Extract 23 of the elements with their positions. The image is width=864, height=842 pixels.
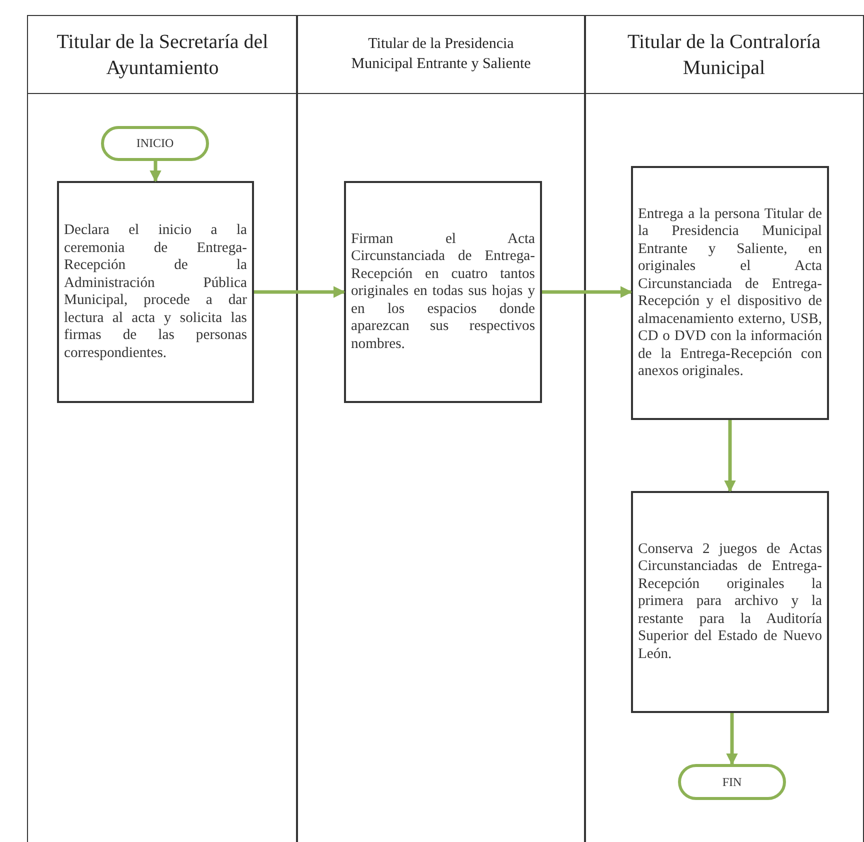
swimlane — [584, 15, 864, 842]
arrow — [726, 713, 738, 766]
lane-heading: Titular de la Contraloría Municipal — [626, 30, 822, 80]
process-box — [57, 181, 254, 403]
terminal-label: INICIO — [136, 136, 174, 151]
process-box — [344, 181, 542, 403]
lane-heading: Titular de la Secretaría del Ayuntamiento — [56, 30, 270, 80]
terminal-pill — [678, 764, 786, 800]
step-text: Entrega a la persona Titular de la Presidencia Municipal Entrante y Saliente, en originales el Acta Circunstanciada de Entrega-Recepción y el dispositivo de almacenamiento externo, USB, CD o DVD con la información de la Entrega-Recepción con anexos originales. — [638, 206, 822, 380]
arrow — [150, 161, 162, 182]
lane-heading: Titular de la Presidencia Municipal Entrante y Saliente — [350, 35, 532, 74]
swimlane — [27, 15, 298, 842]
process-box — [631, 491, 829, 713]
terminal-label: FIN — [722, 774, 742, 790]
arrow — [542, 286, 632, 298]
step-text: Declara el inicio a la ceremonia de Entrega-Recepción de la Administración Pública Municipal, procede a dar lectura al acta y solicita las firmas de las personas correspondientes. — [64, 222, 247, 362]
step-text: Conserva 2 juegos de Actas Circunstanciadas de Entrega-Recepción originales la primera para archivo y la restante para la Auditoría Superior del Estado de Nuevo León. — [638, 540, 822, 664]
swimlane — [296, 15, 586, 842]
process-box — [631, 166, 829, 420]
arrow — [254, 286, 346, 298]
arrow — [724, 420, 736, 492]
terminal-pill — [101, 126, 209, 161]
step-text: Firman el Acta Circunstanciada de Entrega-Recepción en cuatro tantos originales en todas sus hojas y en los espacios donde aparezcan sus respectivos nombres. — [351, 230, 535, 354]
